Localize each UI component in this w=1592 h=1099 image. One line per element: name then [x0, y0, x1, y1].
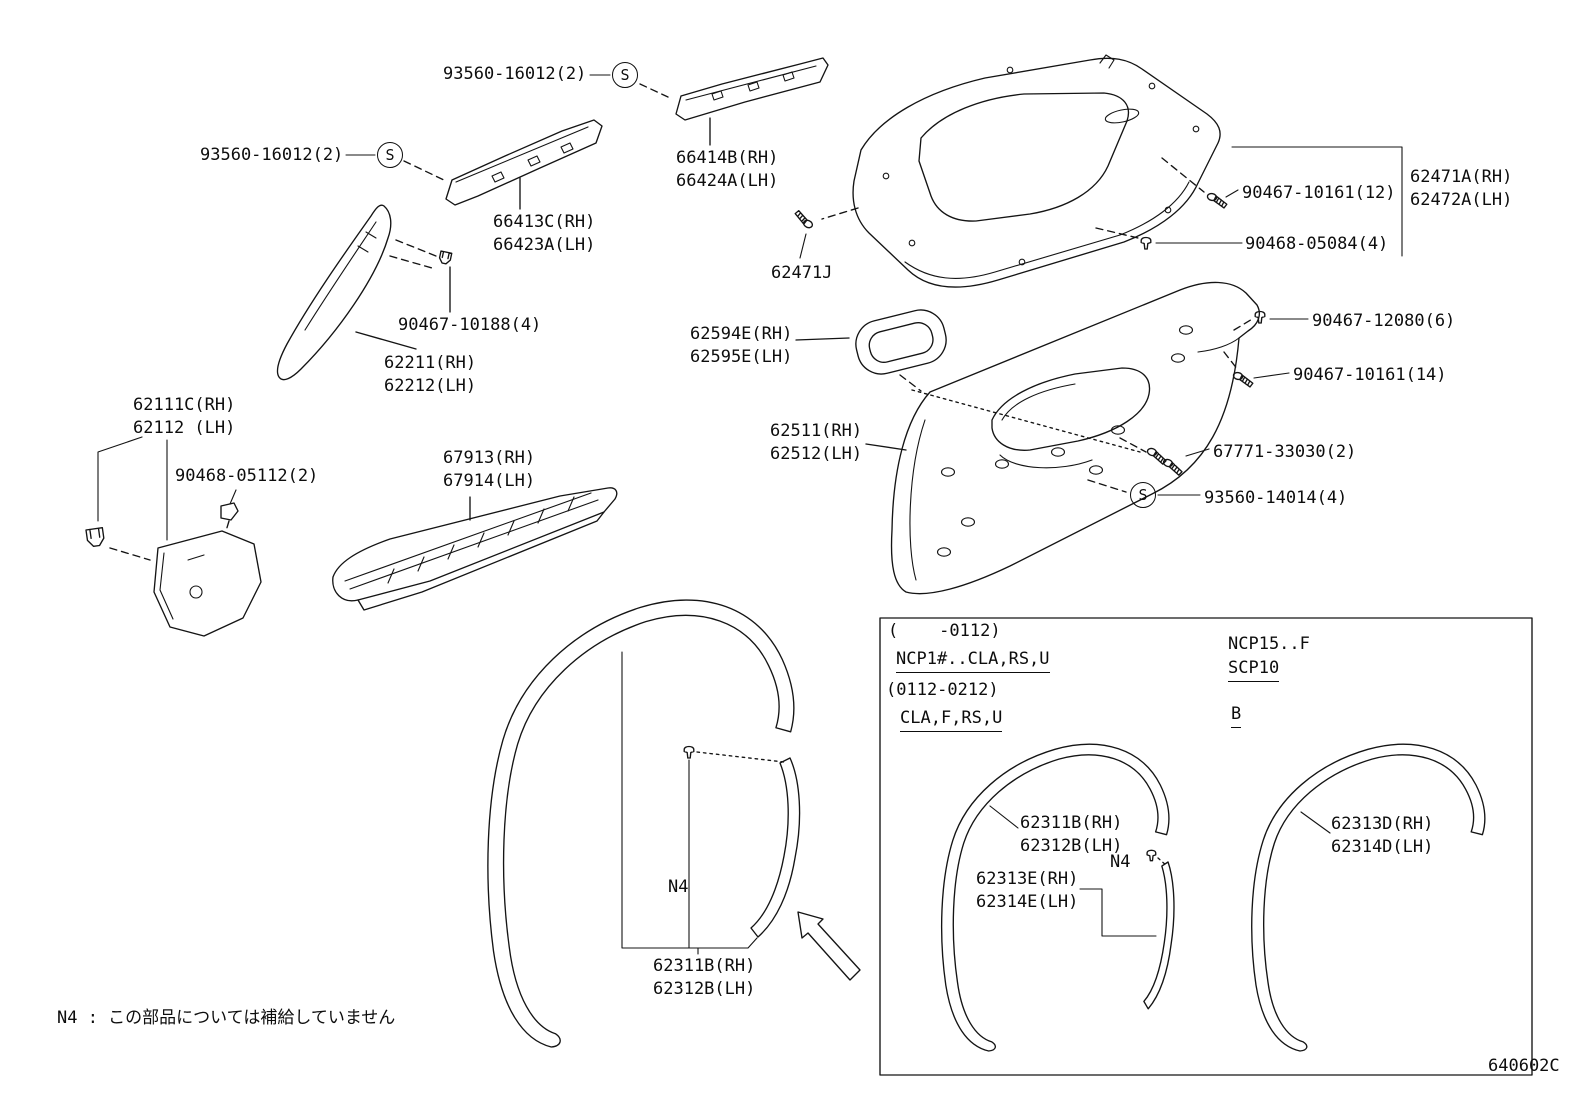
part-label-93560-16012-left[interactable]: 93560-16012(2): [200, 145, 344, 165]
part-label-67913-67914[interactable]: 67913(RH) 67914(LH): [443, 448, 536, 491]
part-label-62313d-62314d[interactable]: 62313D(RH) 62314D(LH): [1331, 814, 1434, 857]
part-label-90468-05084[interactable]: 90468-05084(4): [1245, 234, 1389, 254]
s-symbol-circle: S: [1130, 482, 1156, 508]
inset-model-1: NCP15..F: [1228, 634, 1310, 654]
part-label-62471a-62472a[interactable]: 62471A(RH) 62472A(LH): [1410, 167, 1513, 210]
part-label-62594e-62595e[interactable]: 62594E(RH) 62595E(LH): [690, 324, 793, 367]
part-label-62511-62512[interactable]: 62511(RH) 62512(LH): [770, 421, 863, 464]
inset-applicability-2: CLA,F,RS,U: [900, 707, 1003, 732]
inset-section-b: B: [1231, 703, 1242, 728]
part-label-93560-14014[interactable]: 93560-14014(4): [1204, 488, 1348, 508]
door-weatherstrip-main-drawing: [487, 599, 801, 1048]
part-label-90467-10161-12[interactable]: 90467-10161(12): [1242, 183, 1396, 203]
inset-model-2: SCP10: [1228, 657, 1280, 682]
part-label-67771-33030[interactable]: 67771-33030(2): [1213, 442, 1357, 462]
variant-inset-box: [880, 618, 1532, 1075]
part-label-90467-10188[interactable]: 90467-10188(4): [398, 315, 542, 335]
inset-range-2: (0112-0212): [886, 680, 999, 700]
roof-rail-garnish-rear-drawing: [590, 58, 828, 145]
quarter-window-garnish-drawing: [822, 55, 1402, 287]
fastener-drawings: [791, 190, 1308, 477]
part-label-62211-62212[interactable]: 62211(RH) 62212(LH): [384, 353, 477, 396]
quarter-trim-panel-drawing: [866, 282, 1259, 593]
n4-footnote: N4 : この部品については補給していません: [57, 1008, 396, 1028]
roof-rail-garnish-front-drawing: [346, 120, 602, 209]
front-pillar-garnish-drawing: [277, 205, 453, 379]
s-symbol-circle: S: [377, 142, 403, 168]
diagram-code: 640602C: [1488, 1056, 1560, 1076]
part-label-62311b-62312b-main[interactable]: 62311B(RH) 62312B(LH): [653, 956, 756, 999]
part-label-62313e-62314e[interactable]: 62313E(RH) 62314E(LH): [976, 869, 1079, 912]
part-label-66414b-66424a[interactable]: 66414B(RH) 66424A(LH): [676, 148, 779, 191]
part-label-93560-16012-top[interactable]: 93560-16012(2): [443, 64, 587, 84]
part-label-62111c-62112[interactable]: 62111C(RH) 62112 (LH): [133, 395, 236, 438]
n4-marker-main: N4: [668, 877, 689, 897]
s-symbol-circle: S: [612, 62, 638, 88]
cowl-side-trim-drawing: [84, 437, 261, 636]
inset-applicability-1: NCP1#..CLA,RS,U: [896, 648, 1050, 673]
scuff-plate-drawing: [333, 488, 617, 610]
part-label-90468-05112[interactable]: 90468-05112(2): [175, 466, 319, 486]
pointer-arrow: [798, 912, 860, 980]
part-label-62311b-62312b-inset[interactable]: 62311B(RH) 62312B(LH): [1020, 813, 1123, 856]
inset-range-1: ( -0112): [888, 621, 1001, 641]
part-label-62471j[interactable]: 62471J: [771, 263, 833, 283]
part-label-90467-10161-14[interactable]: 90467-10161(14): [1293, 365, 1447, 385]
bezel-drawing: [796, 305, 951, 391]
part-label-90467-12080[interactable]: 90467-12080(6): [1312, 311, 1456, 331]
part-label-66413c-66423a[interactable]: 66413C(RH) 66423A(LH): [493, 212, 596, 255]
n4-marker-inset: N4: [1110, 852, 1131, 872]
